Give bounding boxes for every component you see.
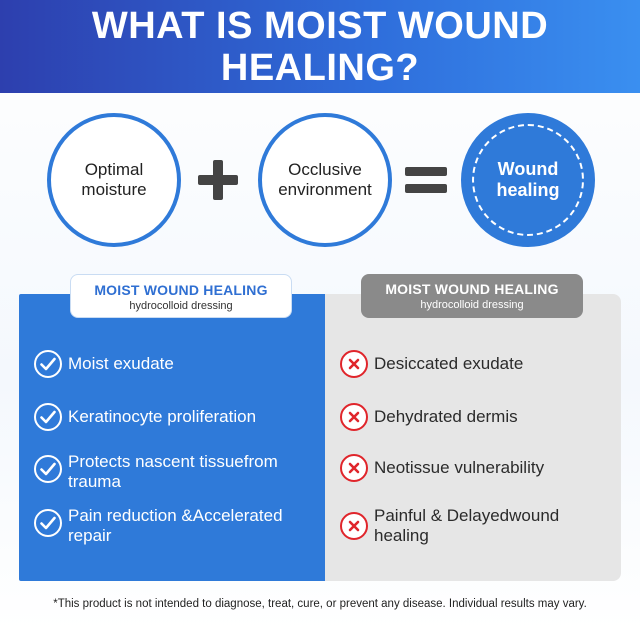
moist-healing-tag: MOIST WOUND HEALING hydrocolloid dressin…: [70, 274, 292, 318]
optimal-moisture-circle: Optimal moisture: [47, 113, 181, 247]
moist-healing-tag-subtitle: hydrocolloid dressing: [129, 300, 233, 312]
list-item: Keratinocyte proliferation: [34, 403, 314, 431]
optimal-moisture-label: Optimal moisture: [81, 160, 147, 199]
list-item-text: Dehydrated dermis: [374, 407, 518, 426]
wound-healing-circle: Wound healing: [461, 113, 595, 247]
list-item-text: Pain reduction &Accelerated repair: [68, 506, 283, 545]
equation: Optimal moisture Occlusive environment W…: [0, 110, 640, 250]
list-item: Moist exudate: [34, 350, 314, 378]
dry-healing-panel: [325, 294, 621, 581]
list-item: Pain reduction &Accelerated repair: [34, 506, 314, 546]
disclaimer: *This product is not intended to diagnos…: [53, 598, 587, 610]
list-item: Neotissue vulnerability: [340, 454, 610, 482]
wound-healing-label: Wound healing: [496, 159, 560, 200]
list-item: Dehydrated dermis: [340, 403, 610, 431]
occlusive-environment-label: Occlusive environment: [278, 160, 372, 199]
list-item: Painful & Delayedwound healing: [340, 506, 610, 546]
dry-healing-tag: MOIST WOUND HEALING hydrocolloid dressin…: [361, 274, 583, 318]
check-icon: [34, 455, 62, 483]
plus-icon: [198, 160, 238, 200]
list-item-text: Keratinocyte proliferation: [68, 407, 257, 426]
list-item-text: Neotissue vulnerability: [374, 458, 545, 477]
list-item-text: Moist exudate: [68, 354, 174, 373]
x-mark-icon: [340, 454, 368, 482]
dry-healing-tag-title: MOIST WOUND HEALING: [385, 281, 559, 297]
occlusive-environment-circle: Occlusive environment: [258, 113, 392, 247]
list-item: Desiccated exudate: [340, 350, 610, 378]
check-icon: [34, 509, 62, 537]
moist-healing-tag-title: MOIST WOUND HEALING: [94, 282, 268, 298]
check-icon: [34, 350, 62, 378]
dry-healing-tag-subtitle: hydrocolloid dressing: [420, 299, 524, 311]
check-icon: [34, 403, 62, 431]
moist-healing-panel: [19, 294, 331, 581]
equals-icon: [405, 165, 447, 195]
list-item-text: Painful & Delayedwound healing: [374, 506, 560, 545]
x-mark-icon: [340, 403, 368, 431]
header-banner: WHAT IS MOIST WOUND HEALING?: [0, 0, 640, 93]
dashed-ring: [472, 124, 584, 236]
x-mark-icon: [340, 350, 368, 378]
list-item-text: Protects nascent tissuefrom trauma: [68, 452, 278, 491]
list-item: Protects nascent tissuefrom trauma: [34, 452, 314, 492]
page-title: WHAT IS MOIST WOUND HEALING?: [91, 4, 549, 89]
list-item-text: Desiccated exudate: [374, 354, 524, 373]
x-mark-icon: [340, 512, 368, 540]
